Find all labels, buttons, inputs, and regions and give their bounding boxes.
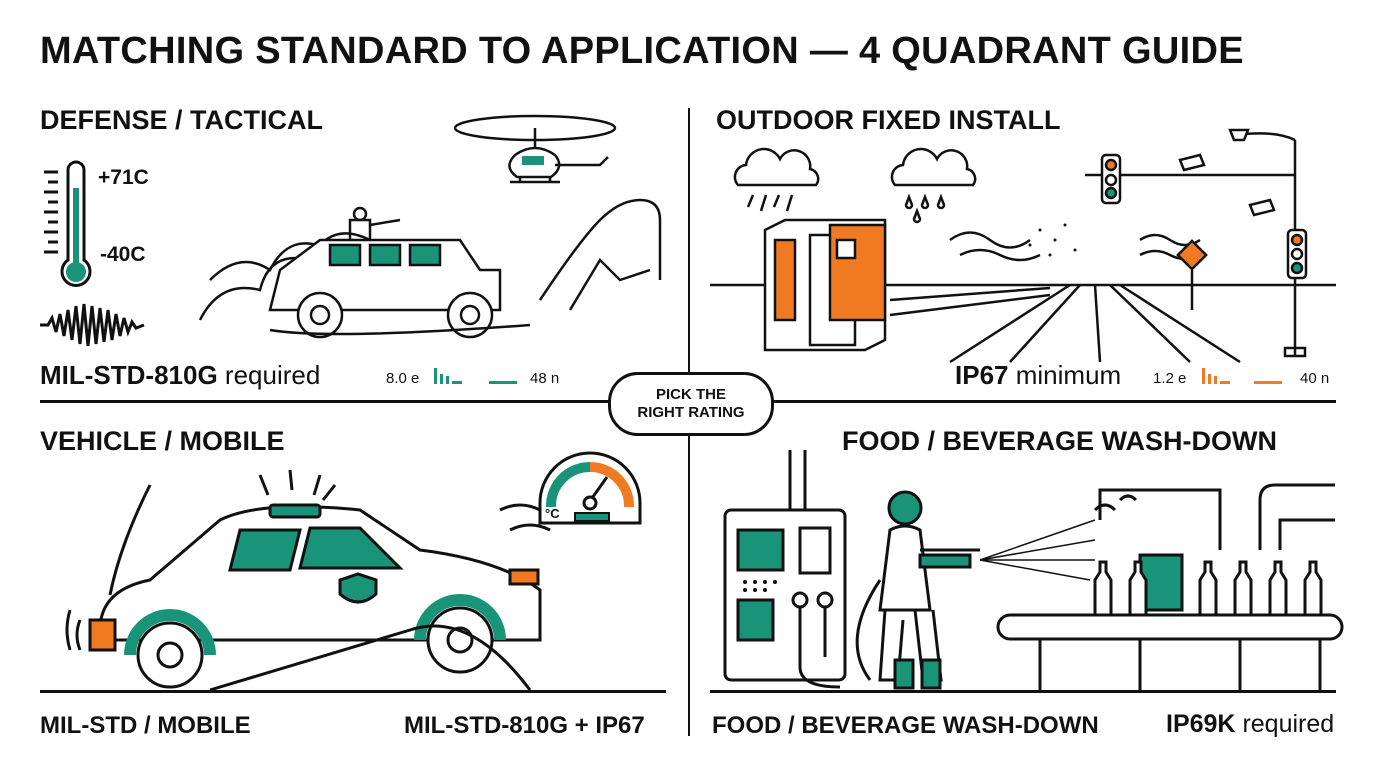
requirement-label: IP67 minimum [955,360,1122,390]
rain-cloud-icon [733,147,820,212]
quadrant-title: OUTDOOR FIXED INSTALL [716,105,1061,135]
stat-right: 48 n [530,370,560,387]
quadrant-title: FOOD / BEVERAGE WASH-DOWN [842,426,1278,456]
badge-line-2: RIGHT RATING [637,404,745,421]
badge-line-1: PICK THE [655,386,726,403]
gauge-unit-label: °C [545,506,560,521]
quadrant-divider-horizontal-left [40,400,610,403]
signal-bars-icon [1202,368,1282,384]
ground-line [40,690,666,693]
thermometer-icon [44,160,92,287]
stat-right: 40 n [1300,370,1330,387]
humvee-icon [198,198,662,339]
temp-low-label: -40C [100,243,146,266]
stat-left: 1.2 e [1153,370,1187,387]
worker-pressure-washer-icon [855,490,1096,690]
quadrant-title: VEHICLE / MOBILE [40,426,285,456]
quadrant-divider-horizontal-right [766,400,1336,403]
control-panel-icon [723,450,847,689]
conveyor-bottles-icon [996,483,1344,690]
vibration-wave-icon [40,303,145,347]
ground-line [710,690,1336,693]
footer-right-label: MIL-STD-810G + IP67 [404,712,645,739]
roadside-scene [710,128,1336,364]
page-title: MATCHING STANDARD TO APPLICATION — 4 QUA… [40,30,1244,72]
requirement-label: MIL-STD-810G required [40,360,321,390]
temperature-gauge-icon [538,451,642,525]
footer-left-label: FOOD / BEVERAGE WASH-DOWN [712,712,1099,739]
requirement-label: IP69K required [1166,710,1335,738]
hail-cloud-icon [890,147,977,224]
signal-bars-icon [434,368,517,384]
footer-left-label: MIL-STD / MOBILE [40,712,251,739]
stat-left: 8.0 e [386,370,420,387]
temp-high-label: +71C [98,166,149,189]
quadrant-title: DEFENSE / TACTICAL [40,105,323,135]
police-car-icon [65,469,551,692]
center-badge: PICK THE RIGHT RATING [608,372,774,436]
helicopter-icon [453,114,617,184]
